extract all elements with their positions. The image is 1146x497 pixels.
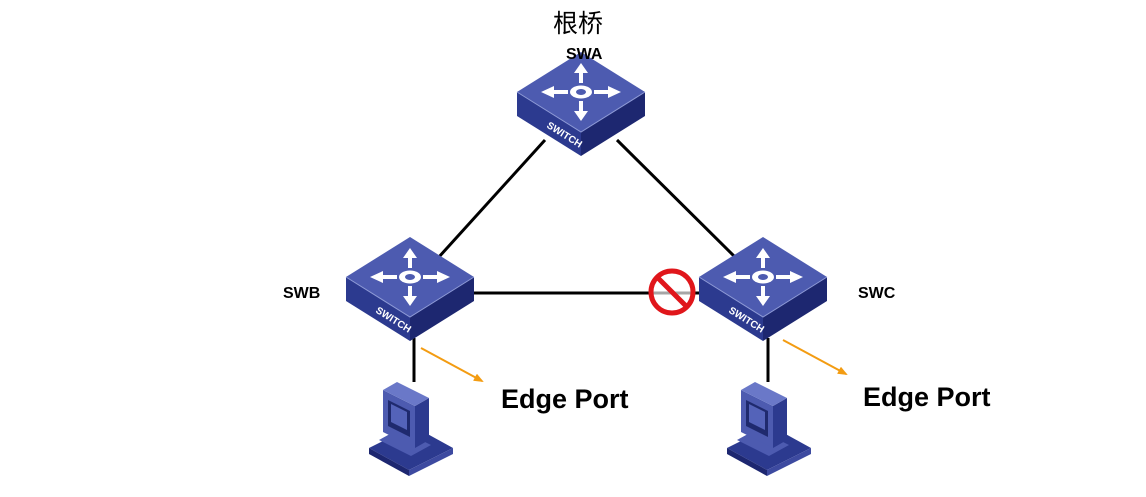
link-swa-swc: [615, 138, 738, 260]
pc-swc-icon: [727, 382, 811, 476]
edge-port-label-swc: Edge Port: [863, 382, 991, 412]
root-bridge-title: 根桥: [553, 9, 604, 38]
switch-swc-name: SWC: [858, 285, 896, 302]
switch-swa-name: SWA: [566, 46, 603, 63]
edge-port-arrow-swc-icon: [782, 339, 848, 375]
pc-swb-icon: [369, 382, 453, 476]
links-layer: [412, 138, 770, 382]
switch-swb-icon: SWITCH: [345, 236, 475, 342]
switch-swb-name: SWB: [283, 285, 321, 302]
link-swa-swb: [436, 138, 547, 260]
edge-port-arrow-swb-icon: [420, 347, 484, 382]
edge-arrows: [420, 339, 848, 382]
switch-swa-icon: SWITCH: [516, 51, 646, 157]
blocked-port-icon: [648, 268, 696, 316]
switch-swc-icon: SWITCH: [698, 236, 828, 342]
edge-port-label-swb: Edge Port: [501, 384, 629, 414]
